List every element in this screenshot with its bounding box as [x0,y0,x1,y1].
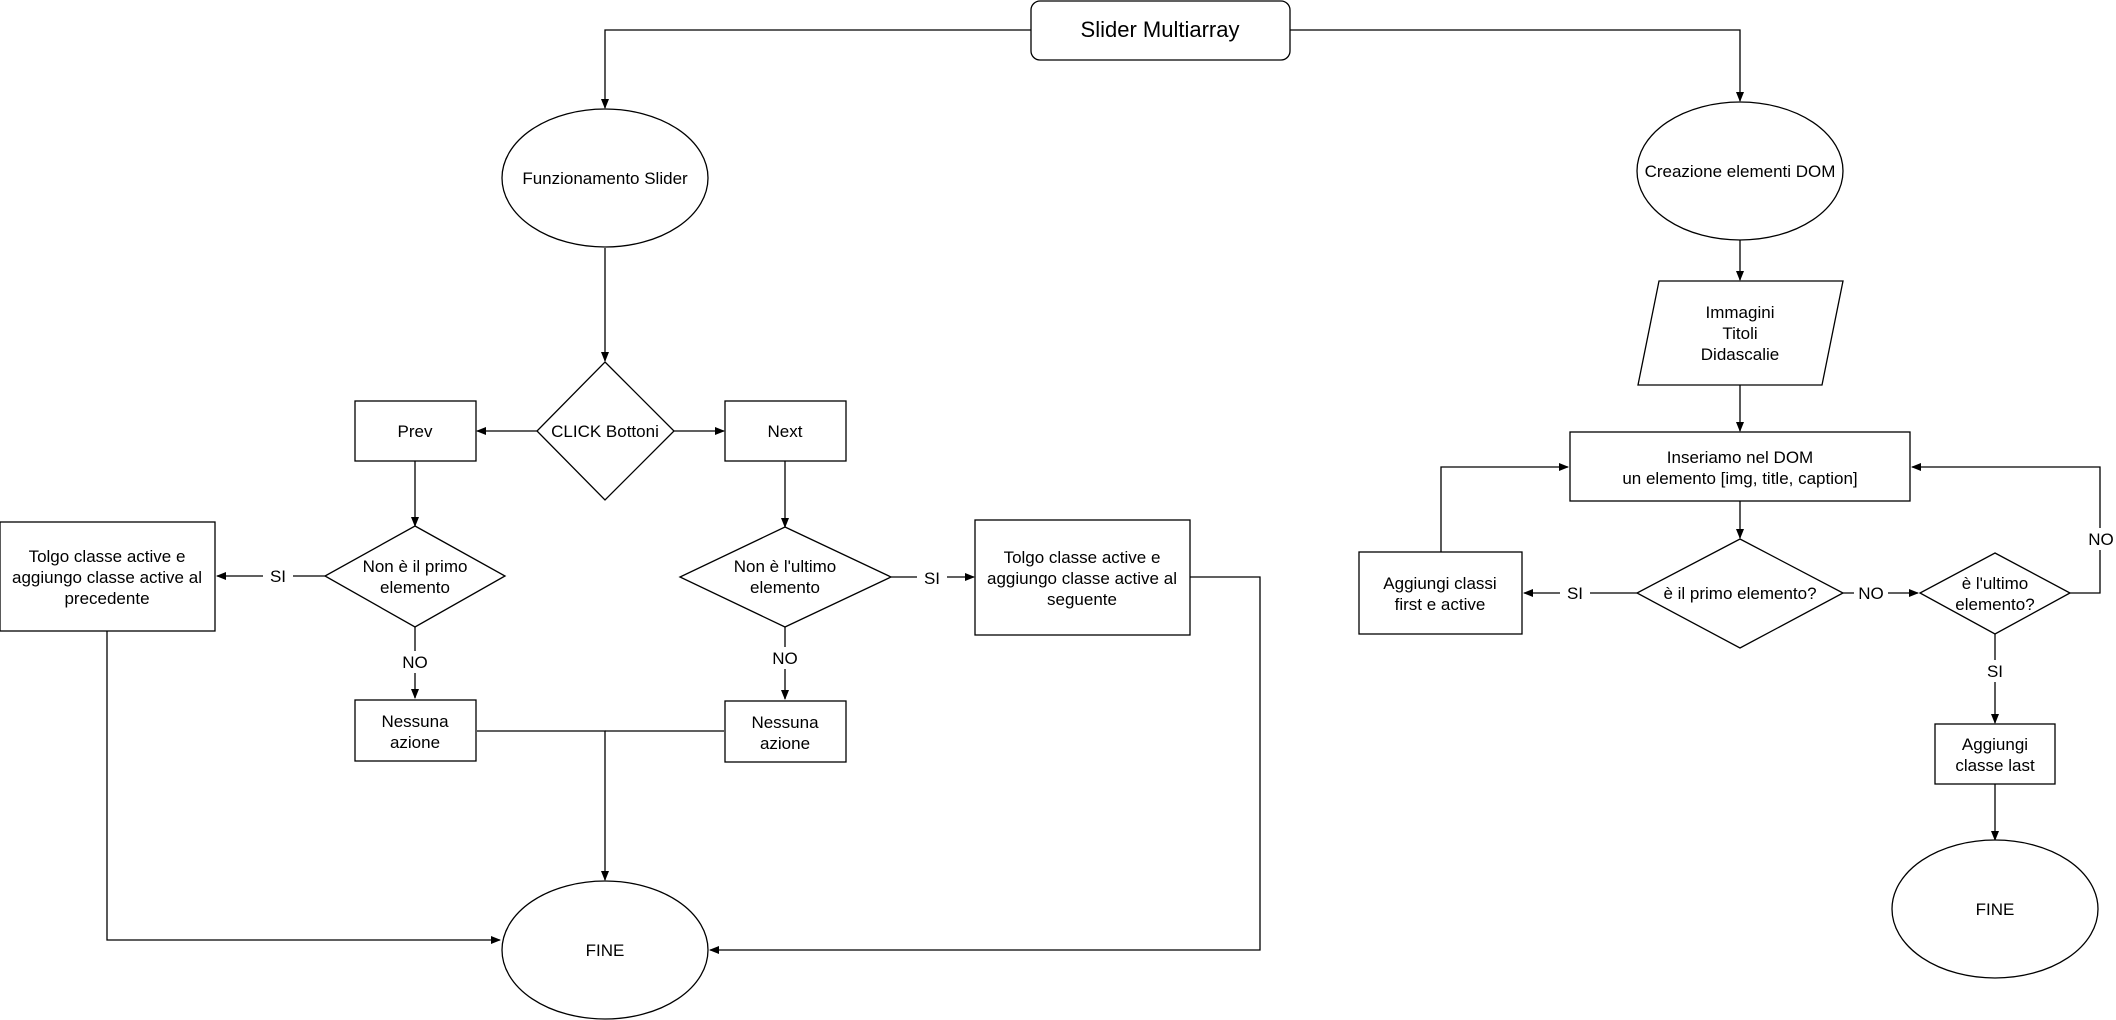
fine-right-label: FINE [1976,900,2015,919]
cond-first-decision: è il primo elemento? [1635,538,1845,649]
none-next-node: Nessuna azione [724,700,847,763]
cond-last-line2: elemento? [1955,595,2034,614]
action-prev-line3: precedente [64,589,149,608]
cond-prev-line1: Non è il primo [363,557,468,576]
creazione-label: Creazione elementi DOM [1645,162,1836,181]
click-label: CLICK Bottoni [551,422,659,441]
next-label: Next [768,422,803,441]
prev-node: Prev [354,400,477,462]
edge-title-to-funzionamento [601,29,1031,109]
cond-prev-decision: Non è il primo elemento [323,525,507,628]
data-line2: Titoli [1722,324,1757,343]
funzionamento-label: Funzionamento Slider [522,169,688,188]
none-next-line2: azione [760,734,810,753]
edge-label-no-last: NO [2088,530,2114,549]
data-line3: Didascalie [1701,345,1779,364]
data-line1: Immagini [1706,303,1775,322]
insert-node: Inseriamo nel DOM un elemento [img, titl… [1569,431,1911,502]
title-node: Slider Multiarray [1030,0,1291,61]
action-next-line1: Tolgo classe active e [1004,548,1161,567]
data-node: Immagini Titoli Didascalie [1637,280,1844,386]
action-next-line3: seguente [1047,590,1117,609]
none-next-line1: Nessuna [751,713,819,732]
edge-title-to-creazione [1290,29,1744,102]
edge-labels: SI NO SI NO SI NO NO SI [263,528,2116,682]
edge-label-si-first: SI [1567,584,1583,603]
add-last-line2: classe last [1955,756,2035,775]
add-last-node: Aggiungi classe last [1934,723,2056,785]
edge-add-first-to-insert [1440,463,1569,552]
prev-label: Prev [398,422,433,441]
edge-label-si-last: SI [1987,662,2003,681]
insert-line2: un elemento [img, title, caption] [1622,469,1857,488]
title-label: Slider Multiarray [1081,17,1240,42]
action-prev-node: Tolgo classe active e aggiungo classe ac… [0,521,216,632]
edge-label-si-next: SI [924,569,940,588]
action-next-line2: aggiungo classe active al [987,569,1177,588]
action-prev-line1: Tolgo classe active e [29,547,186,566]
edge-label-no-first: NO [1858,584,1884,603]
creazione-node: Creazione elementi DOM [1636,101,1844,241]
insert-line1: Inseriamo nel DOM [1667,448,1813,467]
cond-next-line2: elemento [750,578,820,597]
fine-right-node: FINE [1891,839,2099,979]
edges [106,29,2101,954]
action-next-node: Tolgo classe active e aggiungo classe ac… [974,519,1191,636]
edge-label-si-prev: SI [270,567,286,586]
cond-last-line1: è l'ultimo [1962,574,2029,593]
cond-next-line1: Non è l'ultimo [734,557,836,576]
cond-last-decision: è l'ultimo elemento? [1918,552,2072,635]
fine-left-node: FINE [501,880,709,1020]
edge-action-next-to-fine [709,576,1261,954]
next-node: Next [724,400,847,462]
fine-left-label: FINE [586,941,625,960]
funzionamento-node: Funzionamento Slider [501,108,709,248]
action-prev-line2: aggiungo classe active al [12,568,202,587]
cond-first-label: è il primo elemento? [1663,584,1816,603]
cond-prev-line2: elemento [380,578,450,597]
edge-label-no-next: NO [772,649,798,668]
add-first-line1: Aggiungi classi [1383,574,1496,593]
none-prev-line1: Nessuna [381,712,449,731]
cond-next-decision: Non è l'ultimo elemento [678,526,893,628]
add-first-node: Aggiungi classi first e active [1358,551,1523,635]
none-prev-line2: azione [390,733,440,752]
click-decision: CLICK Bottoni [536,361,675,501]
none-prev-node: Nessuna azione [354,699,477,762]
edge-none-prev-to-fine [477,730,609,881]
edge-action-prev-to-fine [106,631,501,944]
add-first-line2: first e active [1395,595,1486,614]
edge-label-no-prev: NO [402,653,428,672]
add-last-line1: Aggiungi [1962,735,2028,754]
